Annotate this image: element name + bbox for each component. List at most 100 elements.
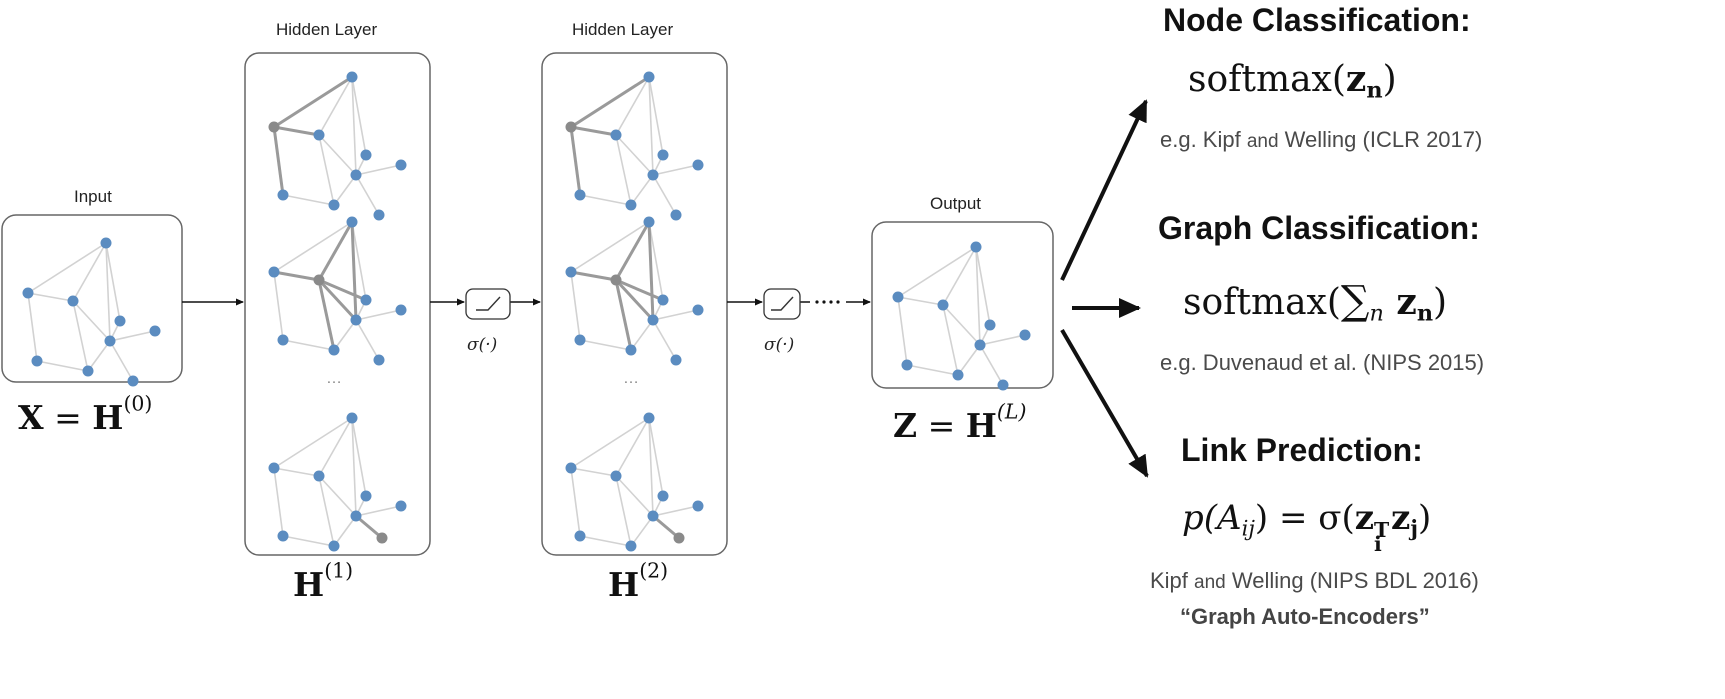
- graph-classification-reference: e.g. Duvenaud et al. (NIPS 2015): [1160, 350, 1485, 375]
- graph-node: [997, 379, 1009, 391]
- graph-node: [901, 359, 913, 371]
- graph-node: [1019, 329, 1031, 341]
- graph-edge: [615, 134, 654, 176]
- graph-edge: [652, 514, 680, 540]
- graph-node: [328, 199, 340, 211]
- graph-edge: [273, 467, 284, 537]
- graph-edge: [652, 505, 699, 517]
- graph-node: [82, 365, 94, 377]
- graph-edge: [72, 300, 111, 342]
- graph-edge: [615, 278, 664, 302]
- link-prediction-title: Link Prediction:: [1181, 432, 1423, 468]
- graph-node: [149, 325, 161, 337]
- graph-edge: [273, 221, 353, 273]
- graph-edge: [906, 364, 959, 376]
- graph-node-highlighted: [673, 532, 685, 544]
- graph-node: [565, 266, 577, 278]
- activation-box-2: [763, 288, 801, 320]
- output-formula: Z = H(L): [893, 399, 1027, 445]
- graph-edge: [615, 76, 650, 136]
- graph-classification-title: Graph Classification:: [1158, 210, 1480, 246]
- graph-edge: [630, 174, 654, 206]
- graph-edge: [27, 292, 38, 362]
- graph-edge: [282, 339, 335, 351]
- graph-edge: [273, 125, 320, 137]
- graph-node: [346, 412, 358, 424]
- graph-edge: [979, 344, 1004, 386]
- graph-edge: [318, 417, 353, 477]
- graph-node: [610, 470, 622, 482]
- graph-node: [647, 314, 659, 326]
- activation-2-label: σ(·): [764, 335, 795, 355]
- node-classification-formula: softmax(zn): [1188, 58, 1397, 104]
- graph-edge: [570, 270, 617, 282]
- input-panel: [1, 214, 183, 383]
- graph-edge: [355, 319, 380, 361]
- graph-edge: [273, 271, 284, 341]
- graph-edge: [648, 76, 654, 176]
- hidden-layer-2-panel: [541, 52, 728, 556]
- activation-1-label: σ(·): [467, 335, 498, 355]
- graph-node: [268, 266, 280, 278]
- graph-node: [360, 149, 372, 161]
- graph-edge: [942, 246, 977, 306]
- graph-edge: [957, 344, 981, 376]
- graph-edge: [942, 304, 981, 346]
- graph-node: [657, 490, 669, 502]
- graph-edge: [570, 125, 617, 137]
- graph-node: [625, 540, 637, 552]
- graph-edge: [109, 340, 134, 382]
- output-panel: [871, 221, 1054, 389]
- graph-node: [395, 500, 407, 512]
- graph-edge: [351, 221, 367, 301]
- graph-edge: [351, 76, 357, 176]
- activation-box-1: [465, 288, 511, 320]
- arrow-to-node-classification: [1060, 99, 1148, 281]
- graph-node: [625, 344, 637, 356]
- graph-node-highlighted: [565, 121, 577, 133]
- graph-node: [360, 490, 372, 502]
- graph-edge: [273, 270, 320, 282]
- graph-edge: [317, 221, 354, 281]
- hidden2-graph-top: [565, 71, 704, 221]
- graph-edge: [351, 417, 367, 497]
- output-label: Output: [930, 194, 982, 213]
- graph-node: [277, 530, 289, 542]
- graph-edge: [652, 309, 699, 321]
- graph-edge: [897, 296, 908, 366]
- graph-node: [313, 129, 325, 141]
- hidden-2-formula: H(2): [608, 558, 669, 604]
- graph-edge: [615, 134, 632, 206]
- graph-node: [114, 315, 126, 327]
- graph-edge: [333, 174, 357, 206]
- graph-edge: [318, 76, 353, 136]
- graph-node: [984, 319, 996, 331]
- graph-node: [127, 375, 139, 387]
- graph-edge: [975, 246, 981, 346]
- graph-edge: [570, 417, 650, 469]
- graph-node: [350, 510, 362, 522]
- graph-edge: [318, 475, 335, 547]
- graph-edge: [317, 279, 336, 351]
- graph-node: [574, 334, 586, 346]
- graph-edge: [36, 360, 89, 372]
- graph-edge: [318, 475, 357, 517]
- graph-edge: [569, 126, 582, 196]
- graph-edge: [648, 221, 664, 301]
- graph-drawings: [22, 71, 1031, 552]
- link-prediction-reference: Kipf and Welling (NIPS BDL 2016): [1150, 568, 1479, 593]
- graph-edge: [350, 221, 358, 321]
- graph-edge: [652, 319, 677, 361]
- graph-node: [952, 369, 964, 381]
- graph-edge: [570, 221, 650, 273]
- graph-edge: [105, 242, 111, 342]
- graph-edge: [109, 330, 156, 342]
- graph-edge: [72, 242, 107, 302]
- graph-node: [360, 294, 372, 306]
- graph-edge: [273, 417, 353, 469]
- graph-edge: [614, 221, 651, 281]
- graph-node: [277, 334, 289, 346]
- graph-node: [657, 149, 669, 161]
- output-graph: [892, 241, 1031, 391]
- graph-edge: [975, 246, 991, 326]
